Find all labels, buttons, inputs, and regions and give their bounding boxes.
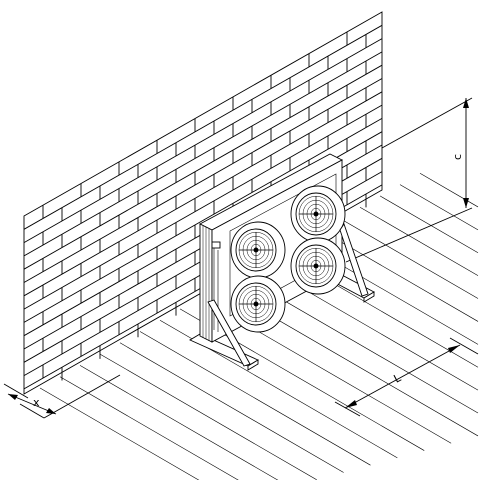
brick-course-line xyxy=(23,78,383,283)
brick-course-line xyxy=(23,24,383,230)
floor-hatch-line xyxy=(59,376,239,480)
dimension-x xyxy=(3,374,121,419)
floor-hatch-line xyxy=(339,218,479,299)
floor-hatch-line xyxy=(399,184,479,231)
dimension-c xyxy=(345,97,473,263)
brick-course-line xyxy=(23,118,383,323)
fan xyxy=(290,185,346,243)
dimension-l xyxy=(334,337,479,417)
floor-hatch-line xyxy=(119,342,344,473)
floor-hatch-line xyxy=(379,195,479,253)
brick-course-line xyxy=(23,91,383,297)
dimension-l-label: L xyxy=(392,371,404,386)
fan xyxy=(230,275,286,333)
floor-hatch-line xyxy=(359,206,479,276)
floor-hatch-line xyxy=(79,365,279,480)
support-legs xyxy=(207,222,369,367)
fan-hub xyxy=(313,211,319,217)
fan xyxy=(290,237,346,295)
floor-hatch-line xyxy=(39,387,200,480)
floor-hatch-line xyxy=(99,353,317,480)
pipe-connection xyxy=(211,241,221,249)
right-leg xyxy=(339,222,369,297)
dimension-c-label: c xyxy=(451,154,464,160)
fan-hub xyxy=(253,247,259,253)
floor-hatch-line xyxy=(419,173,479,208)
brick-course-line xyxy=(23,64,383,270)
fan-hub xyxy=(313,263,319,269)
left-leg xyxy=(207,299,251,367)
fan-hub xyxy=(253,301,259,307)
brick-course-line xyxy=(23,38,383,243)
floor-hatch-line xyxy=(139,331,371,466)
brick-course-line xyxy=(23,104,383,310)
fans xyxy=(230,185,346,333)
brick-course-line xyxy=(23,51,383,257)
dimension-x-label: x xyxy=(33,396,40,409)
coil-fins xyxy=(202,226,210,341)
fan xyxy=(230,221,286,279)
condenser-unit xyxy=(199,153,346,343)
